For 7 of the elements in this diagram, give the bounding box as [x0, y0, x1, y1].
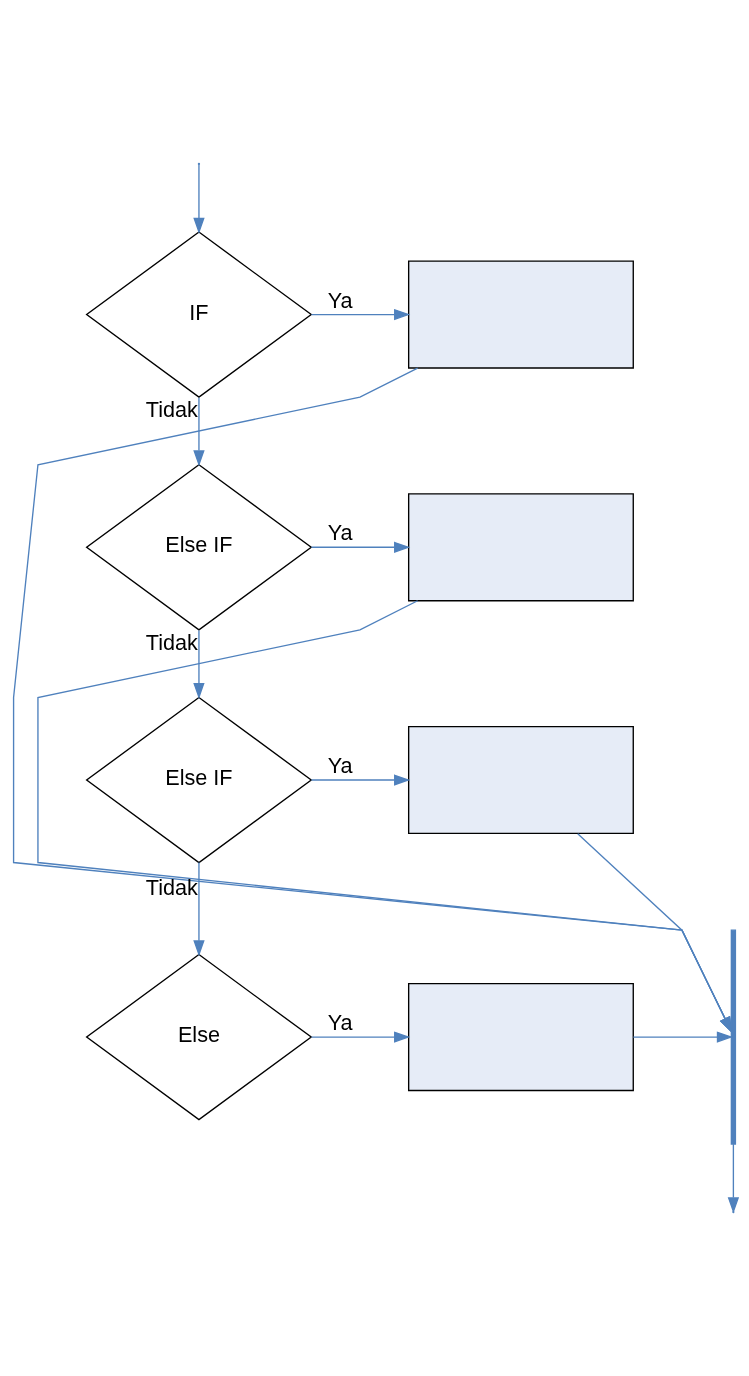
edge-label: Ya: [327, 1010, 353, 1036]
edge-label: Tidak: [145, 629, 198, 655]
edge-label: Tidak: [145, 397, 198, 423]
edge-label: Ya: [327, 520, 353, 546]
edge-label: Ya: [327, 752, 353, 778]
edge-label: Tidak: [145, 874, 198, 900]
edge-label: Ya: [327, 287, 353, 313]
